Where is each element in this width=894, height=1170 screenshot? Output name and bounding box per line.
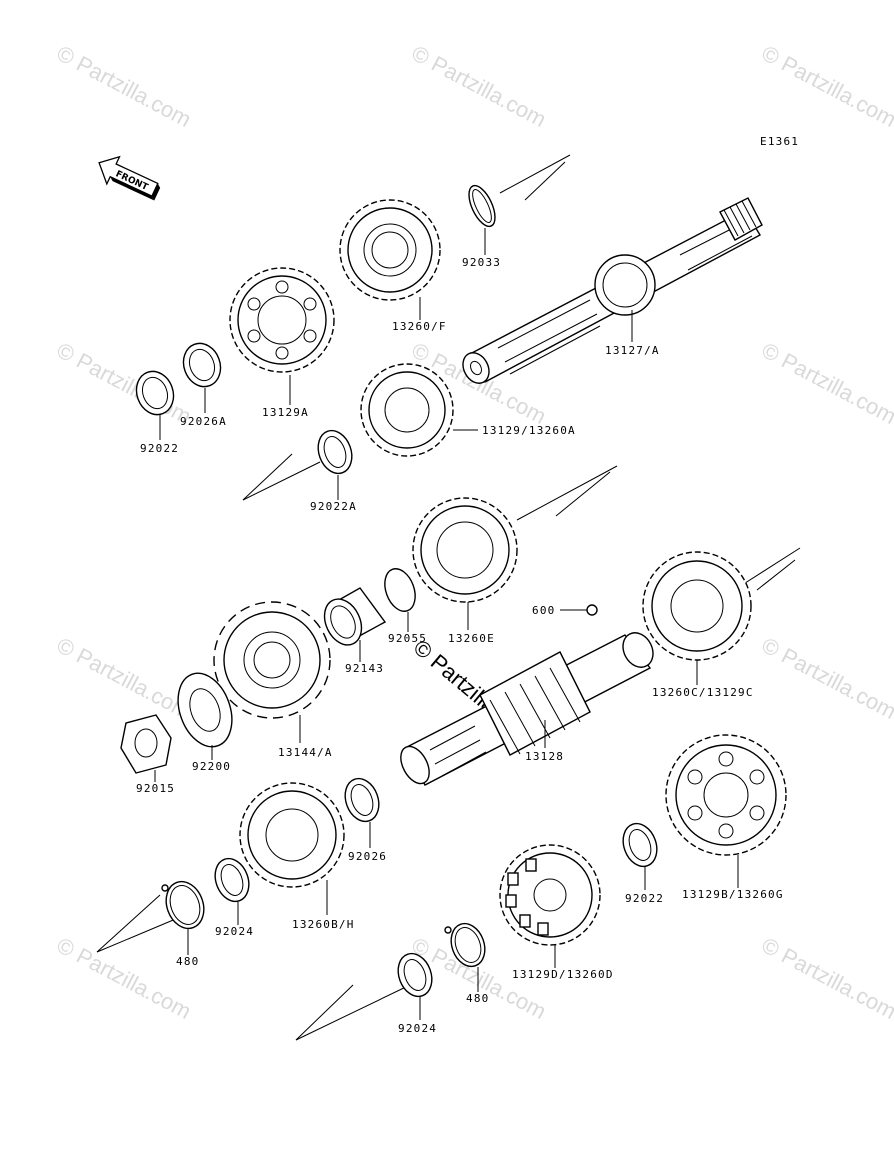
- circlip-480-left[interactable]: [160, 876, 210, 933]
- ball-600[interactable]: [586, 604, 598, 616]
- watermark: © Partzilla.com: [53, 932, 196, 1024]
- oring-92055[interactable]: [379, 565, 420, 616]
- watermark: © Partzilla.com: [758, 932, 894, 1024]
- watermark: © Partzilla.com: [53, 632, 196, 724]
- nut-92015[interactable]: [120, 714, 172, 774]
- part-label: 92015: [136, 782, 175, 795]
- watermark: © Partzilla.com: [758, 337, 894, 429]
- leader-lines: [154, 228, 739, 1020]
- watermark: © Partzilla.com: [758, 40, 894, 132]
- part-label: 92022A: [310, 500, 357, 513]
- washer-92022-lower[interactable]: [617, 819, 662, 871]
- guide-lines: [96, 154, 801, 1041]
- part-label: 480: [466, 992, 489, 1005]
- collar-92143[interactable]: [317, 587, 387, 651]
- circlip-92033[interactable]: [464, 182, 501, 230]
- part-label: 480: [176, 955, 199, 968]
- gear-13129b-13260g[interactable]: [665, 734, 787, 856]
- part-label: 92200: [192, 760, 231, 773]
- gear-on-13127a-icon: [594, 254, 656, 316]
- watermark: © Partzilla.com: [758, 632, 894, 724]
- part-label: 13260/F: [392, 320, 447, 333]
- part-label: 13127/A: [605, 344, 660, 357]
- washer-92026[interactable]: [339, 774, 384, 826]
- gear-13129a[interactable]: [229, 267, 335, 373]
- part-label: 92033: [462, 256, 501, 269]
- watermark: © Partzilla.com: [408, 40, 551, 132]
- part-label: 92143: [345, 662, 384, 675]
- gear-13260c-13129c[interactable]: [642, 551, 752, 661]
- part-labels: 92033 13260/F 13127/A 13129A 92026A 9202…: [136, 256, 784, 1035]
- shaft-13128[interactable]: [395, 628, 659, 789]
- sprocket-13144a[interactable]: [213, 601, 331, 719]
- front-arrow-icon: FRONT: [98, 155, 161, 201]
- plate-92200[interactable]: [169, 666, 242, 755]
- diagram-code: E1361: [760, 135, 799, 148]
- part-label: 92055: [388, 632, 427, 645]
- part-label: 13129A: [262, 406, 309, 419]
- part-label: 92022: [140, 442, 179, 455]
- part-label: 92024: [215, 925, 254, 938]
- part-label: 92026A: [180, 415, 227, 428]
- part-label: 13129B/13260G: [682, 888, 784, 901]
- part-label: 92022: [625, 892, 664, 905]
- gear-13260e[interactable]: [412, 497, 518, 603]
- part-label: 13129D/13260D: [512, 968, 614, 981]
- watermark: © Partzilla.com: [53, 40, 196, 132]
- washer-92022-upper[interactable]: [131, 366, 180, 420]
- part-label: 13128: [525, 750, 564, 763]
- gear-13129d-13260d[interactable]: [499, 844, 601, 946]
- gear-13129-13260a[interactable]: [360, 363, 454, 457]
- circlip-480-right[interactable]: [444, 919, 491, 971]
- part-label: 13260E: [448, 632, 495, 645]
- part-label: 600: [532, 604, 555, 617]
- washer-92024-left[interactable]: [209, 854, 254, 906]
- part-label: 92026: [348, 850, 387, 863]
- part-label: 13129/13260A: [482, 424, 576, 437]
- part-label: 13260B/H: [292, 918, 355, 931]
- watermark: © Partzilla.com: [53, 337, 196, 429]
- washer-92024-bottom[interactable]: [392, 949, 437, 1001]
- part-label: 92024: [398, 1022, 437, 1035]
- part-label: 13260C/13129C: [652, 686, 754, 699]
- washer-92022a[interactable]: [312, 426, 357, 478]
- gear-13260f[interactable]: [339, 199, 441, 301]
- gear-13260bh[interactable]: [239, 782, 345, 888]
- part-label: 13144/A: [278, 746, 333, 759]
- washer-92026a[interactable]: [178, 338, 227, 392]
